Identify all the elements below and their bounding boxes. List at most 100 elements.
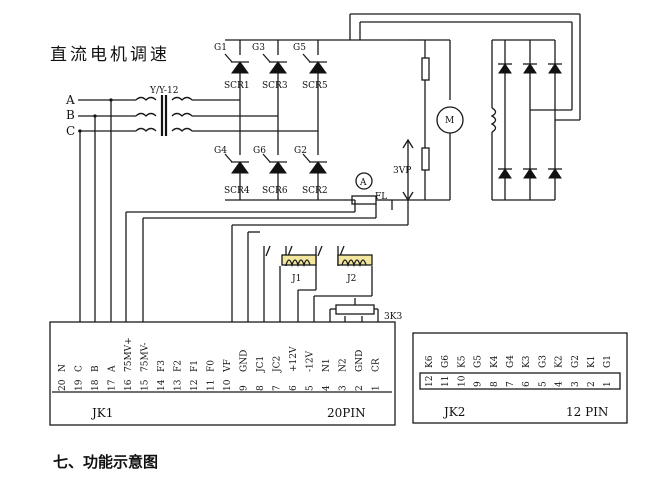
jk1-pin-info: 20PIN — [327, 406, 366, 420]
jk1-pin-number: 17 — [108, 379, 118, 391]
jk1-pin-label: F0 — [207, 360, 217, 372]
relays: J1 J2 — [263, 245, 373, 322]
jk1-pin-number: 5 — [306, 385, 316, 391]
jk2-pin-label: G1 — [603, 355, 613, 368]
jk1-pin-number: 16 — [124, 379, 134, 391]
jk1-pin-number: 18 — [91, 379, 101, 391]
jk2-pin-number: 3 — [571, 381, 581, 387]
jk2-name: JK2 — [442, 405, 465, 419]
jk2-pin-label: G6 — [441, 355, 451, 368]
voltage-meter-label: 3VP — [393, 166, 411, 176]
jk1-pin-number: 4 — [322, 385, 332, 391]
jk2-pin-number: 12 — [425, 376, 435, 387]
figure-caption: 七、功能示意图 — [53, 453, 158, 471]
jk1-pin-number: 9 — [240, 385, 250, 391]
jk2-pin-label: K5 — [457, 355, 467, 368]
jk2-pin-number: 11 — [441, 376, 451, 387]
jk2-connector: JK2 12 PIN K612G611K510G59K48G47K36G35K2… — [412, 332, 628, 424]
jk2-pin-label: K6 — [425, 355, 435, 368]
jk2-pin-label: K4 — [490, 355, 500, 368]
jk1-pin-number: 13 — [174, 379, 184, 391]
scr3-gate-label: G3 — [252, 43, 265, 53]
jk1-pin-number: 8 — [256, 385, 266, 391]
scr1-gate-label: G1 — [214, 43, 227, 53]
jk1-pin-number: 3 — [339, 385, 349, 391]
jk1-pin-label: F2 — [174, 360, 184, 372]
jk1-pin-label: JC1 — [256, 356, 266, 373]
phase-label-c: C — [66, 124, 75, 138]
jk2-pin-label: K1 — [587, 356, 597, 368]
jk1-pin-label: F3 — [157, 360, 167, 372]
control-wiring — [125, 200, 409, 322]
jk2-pin-number: 5 — [538, 381, 548, 387]
phase-label-b: B — [66, 108, 75, 122]
jk2-pin-label: G5 — [474, 355, 484, 368]
relay-j2-label: J2 — [346, 274, 356, 284]
jk1-pin-label: N2 — [339, 358, 349, 372]
armature-circuit: M 3VP — [392, 39, 464, 202]
scr5-gate-label: G5 — [293, 43, 306, 53]
jk1-pin-label: JC2 — [273, 356, 283, 373]
jk1-pin-number: 19 — [75, 379, 85, 391]
scr6-gate-label: G6 — [253, 146, 266, 156]
jk1-pin-label: B — [91, 365, 101, 372]
field-supply — [349, 13, 581, 201]
ammeter-label: A — [359, 178, 367, 188]
jk1-pin-number: 11 — [207, 380, 217, 391]
jk1-pin-label: N1 — [322, 358, 332, 372]
transformer-label: Y/Y-12 — [149, 86, 178, 96]
jk2-pin-number: 1 — [603, 381, 613, 387]
jk1-pin-number: 6 — [289, 385, 299, 391]
jk1-pin-number: 2 — [355, 385, 365, 391]
jk2-pin-number: 10 — [457, 375, 467, 387]
scr2-thyristor: G2 SCR2 — [294, 146, 328, 196]
scr6-label: SCR6 — [262, 186, 288, 196]
phase-label-a: A — [65, 93, 75, 107]
scr1-thyristor: G1 SCR1 — [214, 43, 250, 91]
jk2-pin-number: 2 — [587, 381, 597, 387]
jk2-pin-number: 9 — [474, 381, 484, 387]
ammeter: A FL — [345, 172, 393, 210]
jk1-pin-row: N20C19B18A1775MV+1675MV-15F314F213F112F0… — [58, 337, 382, 391]
potentiometer: 3K3 — [329, 298, 402, 322]
jk1-pin-label: +12V — [289, 346, 299, 372]
jk2-pin-label: G4 — [506, 355, 516, 368]
scr2-label: SCR2 — [302, 186, 328, 196]
jk1-pin-label: GND — [355, 350, 365, 372]
scr2-gate-label: G2 — [294, 146, 307, 156]
jk1-pin-label: A — [108, 365, 118, 373]
jk1-pin-label: -12V — [306, 351, 316, 372]
jk2-pin-label: G2 — [571, 355, 581, 368]
scr4-label: SCR4 — [224, 186, 250, 196]
jk1-connector: JK1 20PIN N20C19B18A1775MV+1675MV-15F314… — [49, 321, 396, 426]
jk1-pin-number: 20 — [58, 379, 68, 391]
three-phase-input: A B C — [65, 93, 136, 322]
jk1-pin-number: 7 — [273, 385, 283, 391]
jk2-pin-label: K3 — [522, 355, 532, 368]
scr5-thyristor: G5 SCR5 — [293, 43, 328, 91]
jk2-pin-number: 6 — [522, 381, 532, 387]
jk2-pin-number: 8 — [490, 381, 500, 387]
jk2-pin-label: K2 — [555, 356, 565, 368]
jk2-pin-number: 4 — [555, 381, 565, 387]
pot-label: 3K3 — [384, 312, 402, 322]
jk1-pin-label: GND — [240, 350, 250, 372]
scr3-thyristor: G3 SCR3 — [252, 43, 288, 91]
jk1-pin-label: VF — [223, 359, 233, 373]
scr3-label: SCR3 — [262, 81, 288, 91]
jk1-name: JK1 — [90, 406, 113, 420]
shunt-label: FL — [375, 192, 387, 202]
transformer: Y/Y-12 — [135, 86, 318, 136]
jk1-pin-label: 75MV- — [141, 343, 151, 372]
jk1-pin-number: 15 — [141, 379, 151, 391]
jk1-pin-label: C — [75, 365, 85, 372]
jk1-pin-number: 10 — [223, 379, 233, 391]
scr6-thyristor: G6 SCR6 — [253, 146, 288, 196]
thyristor-bridge: G1 SCR1 G3 SCR3 G5 SCR5 G4 SCR4 G6 SCR6 — [214, 39, 410, 201]
scr4-gate-label: G4 — [214, 146, 227, 156]
jk1-pin-label: 75MV+ — [124, 337, 134, 372]
jk1-pin-label: N — [58, 364, 68, 372]
diagram-title: 直流电机调速 — [50, 45, 170, 65]
